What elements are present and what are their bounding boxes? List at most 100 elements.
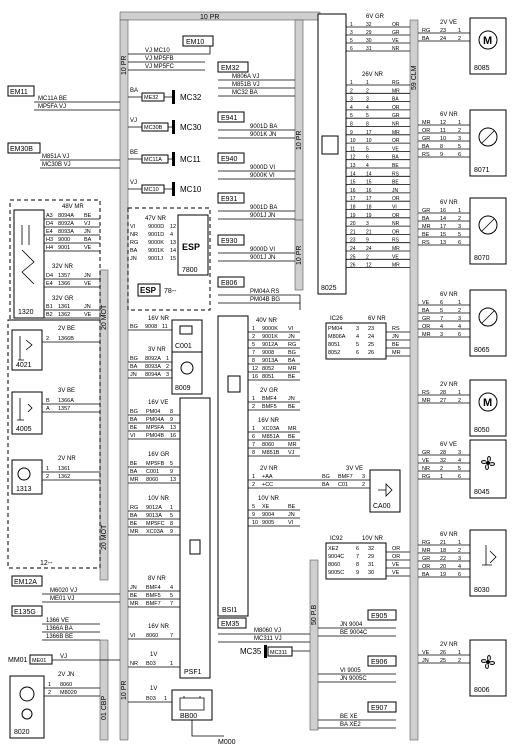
module-row-color: GR [422, 450, 430, 456]
valve-slash-icon [481, 310, 495, 324]
c1320-g2-r1-color: JN [84, 273, 91, 279]
module-row-pin: 3 [458, 136, 461, 142]
module-4021 [11, 329, 43, 371]
c8009-r2-wire: 8093A [145, 364, 161, 370]
c1320-g1-r4-wire: 9000 [58, 237, 70, 243]
splice-mc30: VJ MC30B MC30 [128, 118, 202, 134]
m8025-g2-wire: 1 [366, 80, 369, 86]
connector-e135g-id: E135G [14, 609, 36, 616]
module-1313 [11, 459, 43, 495]
bsi1-g2-r1-color: JN [288, 396, 295, 402]
module-row-pin: 6 [458, 240, 461, 246]
esp-pin-2-name: 9001D [148, 232, 164, 238]
c8020-r1-pin: 1 [48, 682, 51, 688]
module-header: 6V NR [440, 292, 458, 298]
m8025-g2-pin: 15 [350, 180, 356, 186]
m8025-g2-color: NR [392, 221, 400, 227]
esp-sub-logo: ESP [140, 286, 157, 295]
c1320-g1-r1-color: BE [84, 213, 92, 219]
bb00-r1-pin: 1 [164, 696, 167, 702]
c4021-code: 4021 [16, 362, 32, 369]
module-row-pin: 6 [458, 152, 461, 158]
bsi1-g3-r2-pin: 6 [252, 434, 255, 440]
module-row-pin: 5 [458, 144, 461, 150]
psf1-g6-r1-wire: B03 [146, 661, 156, 667]
module-row-wire: 10 [440, 136, 446, 142]
bsi1-g4-r2-wire: +CC [262, 482, 273, 488]
bsi1-g2-r1-pin: 1 [252, 396, 255, 402]
bus-mid-right2 [294, 219, 304, 291]
module-row-pin: 2 [458, 36, 461, 42]
m8025-g2-pin: 4 [350, 105, 353, 111]
m8025-g2-wire: 2 [366, 254, 369, 260]
m8025-g2-wire: 15 [366, 180, 372, 186]
psf1-g1-r2-pin: 9 [170, 417, 173, 423]
m8025-g1-wire: 32 [366, 22, 372, 28]
psf1-g3-r1-wire: 9012A [146, 505, 162, 511]
esp-code: 7800 [182, 267, 198, 274]
temp-sensor-icon [17, 398, 33, 421]
bsi1-g2-header: 2V GR [260, 388, 279, 394]
esp-pin-5-name: 9001J [148, 256, 163, 262]
bsi1-g4-header: 2V NR [260, 466, 278, 472]
c8009-code: 8009 [175, 385, 191, 392]
ic26-r1-color: RS [392, 326, 400, 332]
bsi1-g1-r2-pin: 2 [252, 334, 255, 340]
ic92-r1-color: OR [392, 546, 400, 552]
c1320-g1-r2-color: VJ [84, 221, 91, 227]
esp-pin-1-color: VI [130, 224, 136, 230]
connector-e806-id: E806 [221, 280, 237, 287]
connector-e941 [217, 111, 245, 123]
bsi1-g5-r1-wire: XE [262, 504, 270, 510]
c8009-r1-color: BG [130, 356, 138, 362]
area-1320 [9, 199, 101, 321]
c1320-g2-r1-wire: 1357 [58, 273, 70, 279]
bus-top [119, 11, 321, 21]
connector-em35 [217, 617, 247, 629]
m8025-g1-pin: 1 [350, 22, 353, 28]
connector-em11-id: EM11 [10, 89, 28, 96]
m8025-g2-wire: 3 [366, 97, 369, 103]
module-code: 8085 [474, 65, 490, 72]
psf1-g2-r2-wire: C001 [146, 469, 159, 475]
connector-em32-id: EM32 [221, 65, 239, 72]
m8025-g2-color: MR [392, 263, 400, 269]
module-row-wire: 9 [440, 152, 443, 158]
module-row-pin: 5 [458, 232, 461, 238]
ic26-r2-color: JN [392, 334, 399, 340]
em12a-wire-2: ME01 VJ [50, 596, 74, 602]
bsi1-g5-r2-pin: 9 [252, 512, 255, 518]
ic26-header: 6V NR [368, 316, 386, 322]
bsi1-g3-r2-color: BE [288, 434, 296, 440]
ic92-r3-a: 8 [356, 562, 359, 568]
m8025-g2-pin: 3 [350, 97, 353, 103]
ic26-id: IC26 [330, 316, 343, 322]
ic26-r4-a: 6 [356, 350, 359, 356]
connector-e930-id: E930 [221, 238, 237, 245]
ic26-r1-wire: PM04 [328, 326, 342, 332]
m8025-g2-wire: 19 [366, 213, 372, 219]
c1313-r2-wire: 1362 [58, 474, 70, 480]
esp-pin-1-no: 12 [170, 224, 176, 230]
bsi1-g1-r6-pin: 12 [252, 366, 258, 372]
bus-mid-right1-label: 10 PR [296, 131, 303, 150]
ic92-header: 10V NR [362, 536, 384, 542]
m8025-g2-pin: 11 [350, 146, 355, 152]
c8020-r2-pin: 2 [48, 690, 51, 696]
bsi1-g1-r4-color: BG [288, 350, 296, 356]
ic92-r4-b: 30 [368, 570, 374, 576]
e941-wire-1: 9001D BA [250, 124, 277, 130]
ca00-header: 3V VE [346, 466, 363, 472]
module-row-color: OR [422, 564, 430, 570]
esp-pin-1-name: 9000D [148, 224, 164, 230]
module-row-color: MR [422, 398, 431, 404]
psf1-g6-r1-color: NR [130, 661, 138, 667]
psf1-g3-r2-wire: 9013A [146, 513, 162, 519]
m8025-g2-wire: 24 [366, 246, 372, 252]
m8025-g2-color: VI [392, 205, 397, 211]
ic26-r3-b: 25 [368, 342, 374, 348]
m8025-g2-pin: 2 [350, 88, 353, 94]
m8025-g2-color: OR [392, 105, 400, 111]
